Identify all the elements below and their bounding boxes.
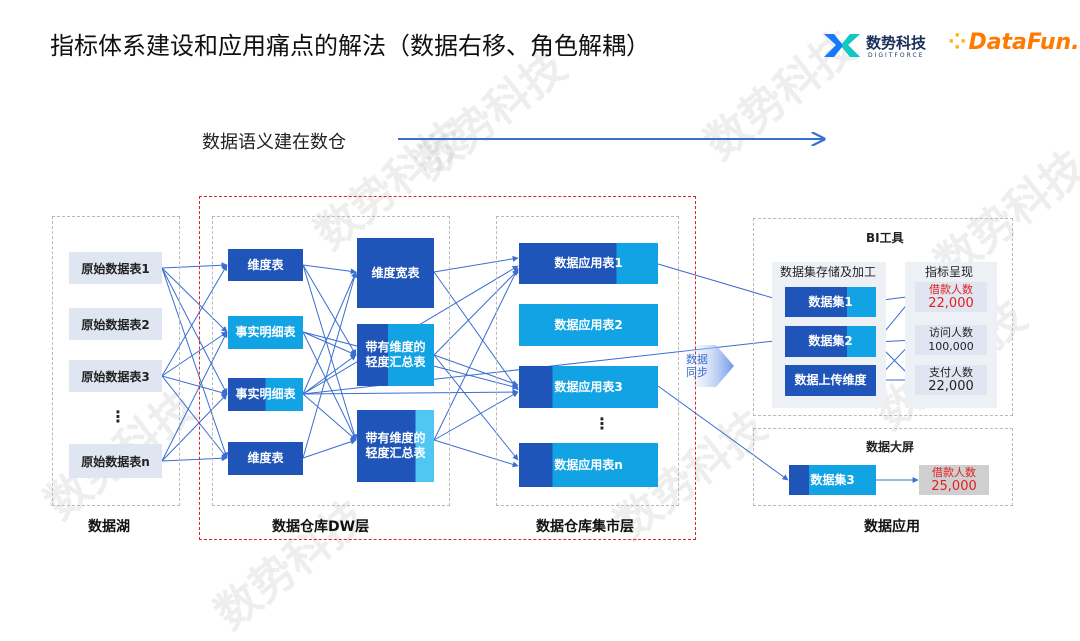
connector xyxy=(161,375,228,459)
bi-tool-title: BI工具 xyxy=(866,231,904,245)
connector xyxy=(161,267,228,333)
metric-title: 指标呈现 xyxy=(925,265,974,279)
mart-app-table-2: 数据应用表2 xyxy=(519,304,658,346)
connector xyxy=(302,393,357,441)
semantic-arrow-label: 数据语义建在数仓 xyxy=(202,132,346,153)
connector xyxy=(161,262,228,269)
connector xyxy=(433,269,519,356)
connector xyxy=(161,375,228,396)
connector xyxy=(302,331,357,441)
datafun-text: DataFun. xyxy=(968,30,1080,55)
connector xyxy=(433,354,519,461)
dw-dimension-table-1: 维度表 xyxy=(228,249,303,281)
connector xyxy=(433,439,519,468)
mart-ellipsis: ⋮ xyxy=(594,414,610,433)
dw-layer-box xyxy=(212,216,450,506)
datafun-dots-icon: ⁘ xyxy=(948,30,967,55)
lake-table-1: 原始数据表1 xyxy=(69,252,162,284)
lake-table-2: 原始数据表2 xyxy=(69,308,162,340)
metric-card: 借款人数 22,000 xyxy=(915,282,987,312)
connector xyxy=(161,267,229,459)
connector xyxy=(302,389,519,396)
data-screen-title: 数据大屏 xyxy=(866,440,915,454)
digitforce-cn: 数势科技 xyxy=(866,34,927,52)
lake-table-n: 原始数据表n xyxy=(69,444,162,478)
connector xyxy=(161,264,228,377)
page-title: 指标体系建设和应用痛点的解法（数据右移、角色解耦） xyxy=(50,32,650,60)
metric-value: 22,000 xyxy=(928,379,974,394)
metric-card: 访问人数 100,000 xyxy=(915,325,987,355)
connector xyxy=(302,264,358,441)
dw-fact-detail-table-2: 事实明细表 xyxy=(228,378,303,411)
data-app-label: 数据应用 xyxy=(864,519,920,535)
connector xyxy=(433,267,519,441)
connector xyxy=(433,271,519,391)
mart-app-table-3: 数据应用表3 xyxy=(519,366,658,408)
dw-wide-dimension-table: 维度宽表 xyxy=(357,238,434,308)
connector xyxy=(161,331,228,462)
metric-value: 100,000 xyxy=(928,340,974,353)
digitforce-logo: 数势科技 DIGITFORCE xyxy=(822,28,942,64)
connector xyxy=(161,267,228,395)
metric-card: 支付人数 22,000 xyxy=(915,365,987,395)
lake-table-3: 原始数据表3 xyxy=(69,360,162,392)
metric-name: 支付人数 xyxy=(929,366,973,379)
screen-metric-card: 借款人数 25,000 xyxy=(919,465,989,495)
bi-tool-box xyxy=(753,218,1013,416)
metric-value: 25,000 xyxy=(931,479,977,494)
connector xyxy=(433,354,519,387)
mart-app-table-n: 数据应用表n xyxy=(519,443,658,487)
warehouse-highlight-box xyxy=(199,196,696,540)
connector xyxy=(302,354,357,395)
connector xyxy=(302,271,357,395)
connector xyxy=(302,438,357,459)
connector xyxy=(302,264,357,275)
connector xyxy=(302,264,357,356)
sync-arrow xyxy=(680,345,734,387)
dw-dimension-table-2: 维度表 xyxy=(228,442,303,475)
mart-layer-label: 数据仓库集市层 xyxy=(536,519,634,535)
data-lake-label: 数据湖 xyxy=(88,519,130,535)
bi-upload-dimension: 数据上传维度 xyxy=(785,365,876,396)
metric-name: 借款人数 xyxy=(929,283,973,296)
screen-dataset-3: 数据集3 xyxy=(789,465,876,495)
connector xyxy=(302,271,358,459)
connector xyxy=(433,255,519,273)
dw-fact-detail-table-1: 事实明细表 xyxy=(228,316,303,349)
metric-name: 借款人数 xyxy=(932,466,976,479)
mart-layer-box xyxy=(496,216,679,506)
lake-ellipsis: ⋮ xyxy=(110,407,126,426)
dw-light-summary-table-2: 带有维度的轻度汇总表 xyxy=(357,410,434,482)
mart-app-table-1: 数据应用表1 xyxy=(519,243,658,284)
dw-light-summary-table-1: 带有维度的轻度汇总表 xyxy=(357,324,434,386)
data-lake-box xyxy=(52,216,180,506)
sync-label: 数据同步 xyxy=(686,353,708,379)
connector xyxy=(161,331,228,377)
bi-dataset-1: 数据集1 xyxy=(785,287,876,317)
dataset-store-title: 数据集存储及加工 xyxy=(780,265,877,279)
dw-layer-label: 数据仓库DW层 xyxy=(272,519,370,535)
connector xyxy=(657,385,789,481)
connector xyxy=(302,331,357,356)
connector xyxy=(161,393,228,462)
digitforce-logo-icon xyxy=(824,34,860,57)
metric-name: 访问人数 xyxy=(929,326,973,339)
bi-dataset-2: 数据集2 xyxy=(785,326,876,357)
connector xyxy=(161,455,228,462)
digitforce-en: DIGITFORCE xyxy=(868,52,925,59)
datafun-logo: ⁘DataFun. xyxy=(948,30,1080,55)
connector xyxy=(433,391,519,441)
data-screen-box xyxy=(753,428,1013,506)
metric-value: 22,000 xyxy=(928,296,974,311)
